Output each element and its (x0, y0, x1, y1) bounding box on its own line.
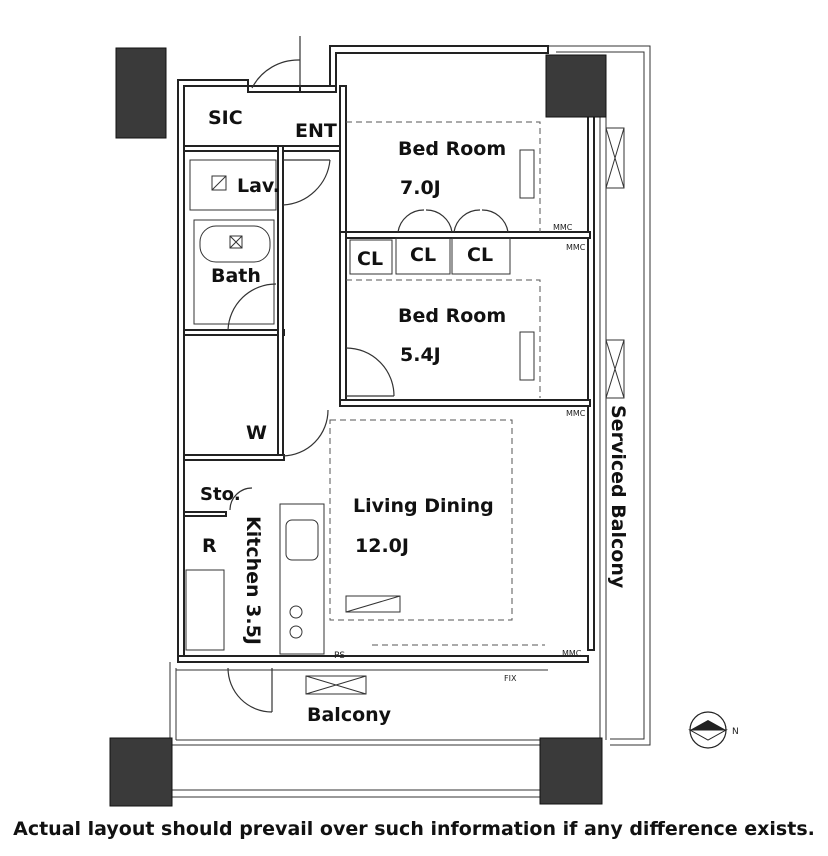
room-label-lav: Lav. (237, 175, 280, 197)
room-label-serviced-balcony: Serviced Balcony (607, 405, 629, 589)
bathtub (193, 219, 275, 325)
balcony-outline (160, 662, 548, 798)
column-bottom-right (539, 737, 603, 805)
room-label-bath: Bath (211, 265, 261, 287)
room-label-bed1-size: 7.0J (400, 177, 441, 199)
mark-mmc-2: MMC (566, 243, 586, 252)
interior-walls (183, 85, 591, 517)
room-label-bed2-name: Bed Room (398, 305, 506, 327)
compass-letter: N (732, 727, 739, 737)
room-label-w: W (246, 422, 267, 444)
room-label-living-size: 12.0J (355, 535, 409, 557)
compass-icon (688, 711, 728, 749)
room-label-sic: SIC (208, 107, 243, 129)
door-swings (227, 36, 509, 713)
room-label-balcony: Balcony (307, 704, 392, 726)
disclaimer-text: Actual layout should prevail over such i… (13, 818, 815, 840)
mark-mmc-3: MMC (566, 409, 586, 418)
mark-ps: PS (334, 651, 345, 661)
closet-small-box (349, 239, 393, 275)
room-label-sto: Sto. (200, 484, 241, 505)
room-label-closet-a: CL (410, 244, 436, 266)
closet-b-box (451, 237, 511, 275)
serviced-balcony-outline (548, 45, 651, 746)
room-label-closet-small: CL (357, 248, 383, 270)
ceiling-lines (329, 121, 545, 646)
kitchen-counter (185, 503, 325, 655)
mark-fix: FIX (504, 674, 517, 683)
exterior-walls (177, 45, 595, 663)
room-label-r: R (202, 535, 217, 557)
room-label-bed1-name: Bed Room (398, 138, 506, 160)
lavatory-fixture (189, 159, 277, 211)
column-top-left (115, 47, 167, 139)
column-bottom-left (109, 737, 173, 807)
column-top-right (545, 54, 607, 118)
room-label-kitchen: Kitchen 3.5J (242, 516, 264, 645)
closet-a-box (395, 237, 451, 275)
room-label-closet-b: CL (467, 244, 493, 266)
mark-mmc-1: MMC (553, 223, 573, 232)
room-label-living-name: Living Dining (353, 495, 494, 517)
room-label-bed2-size: 5.4J (400, 344, 441, 366)
room-label-ent: ENT (295, 120, 337, 142)
windows (305, 127, 625, 695)
mark-mmc-4: MMC (562, 649, 582, 658)
